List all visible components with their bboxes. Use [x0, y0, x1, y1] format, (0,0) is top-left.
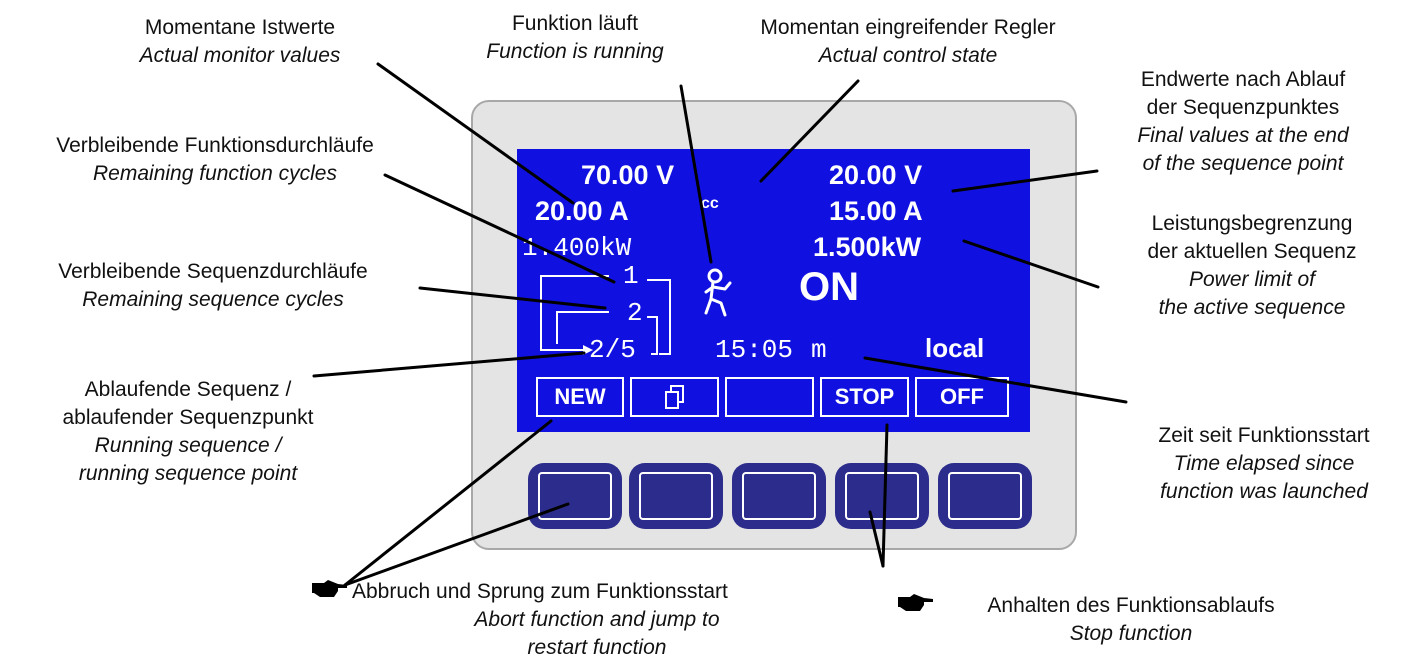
- running-figure-icon: [704, 268, 732, 317]
- hardware-button-stop[interactable]: [835, 463, 929, 529]
- callout-running-sequence-en-1: Running sequence /: [94, 434, 282, 457]
- callout-running-sequence: Ablaufende Sequenz / ablaufender Sequenz…: [48, 376, 328, 488]
- callout-abort-en-1: Abort function and jump to: [474, 608, 720, 631]
- elapsed-time: 15:05: [715, 335, 794, 365]
- callout-control-state-en: Actual control state: [818, 44, 998, 67]
- softkey-off: OFF: [915, 377, 1009, 417]
- callout-abort-de: Abbruch und Sprung zum Funktionsstart: [352, 580, 728, 603]
- softkey-new-label: NEW: [554, 384, 606, 409]
- hardware-button-off[interactable]: [938, 463, 1032, 529]
- callout-stop: Anhalten des Funktionsablaufs Stop funct…: [936, 592, 1326, 648]
- softkey-blank: [725, 377, 814, 417]
- pointing-hand-icon: [898, 594, 933, 611]
- callout-final-values-en-1: Final values at the end: [1137, 124, 1349, 147]
- function-cycles-counter: 1: [623, 261, 639, 291]
- callout-abort: Abbruch und Sprung zum Funktionsstart Ab…: [352, 578, 842, 662]
- callout-final-values: Endwerte nach Ablauf der Sequenzpunktes …: [1088, 66, 1398, 178]
- callout-sequence-cycles: Verbleibende Sequenzdurchläufe Remaining…: [8, 258, 418, 314]
- callout-power-limit: Leistungsbegrenzung der aktuellen Sequen…: [1102, 210, 1402, 322]
- final-current: 15.00 A: [829, 196, 923, 226]
- callout-time-elapsed: Zeit seit Funktionsstart Time elapsed si…: [1118, 422, 1410, 506]
- callout-running-sequence-en-2: running sequence point: [78, 462, 298, 485]
- lcd-display: 70.00 V 20.00 A 1.400kW CC 20.00 V 15.00…: [517, 149, 1030, 432]
- callout-monitor-values-de: Momentane Istwerte: [144, 16, 336, 39]
- callout-stop-de: Anhalten des Funktionsablaufs: [987, 594, 1275, 617]
- callout-power-limit-de-1: Leistungsbegrenzung: [1151, 212, 1353, 235]
- softkey-stop: STOP: [820, 377, 909, 417]
- callout-sequence-cycles-de: Verbleibende Sequenzdurchläufe: [58, 260, 368, 283]
- power-limit: 1.500kW: [813, 232, 922, 262]
- callout-final-values-de-1: Endwerte nach Ablauf: [1140, 68, 1346, 91]
- callout-control-state-de: Momentan eingreifender Regler: [760, 16, 1056, 39]
- callout-power-limit-de-2: der aktuellen Sequenz: [1147, 240, 1357, 263]
- callout-function-cycles: Verbleibende Funktionsdurchläufe Remaini…: [0, 132, 430, 188]
- callout-time-elapsed-en-2: function was launched: [1160, 480, 1368, 503]
- hardware-button-new[interactable]: [528, 463, 622, 529]
- callout-time-elapsed-en-1: Time elapsed since: [1173, 452, 1355, 475]
- callout-time-elapsed-de: Zeit seit Funktionsstart: [1158, 424, 1370, 447]
- callout-stop-en: Stop function: [1069, 622, 1193, 645]
- callout-function-running-en: Function is running: [486, 40, 664, 63]
- softkey-stop-label: STOP: [834, 384, 895, 409]
- sequence-cycles-counter: 2: [627, 298, 643, 328]
- callout-running-sequence-de-1: Ablaufende Sequenz /: [84, 378, 292, 401]
- callout-power-limit-en-1: Power limit of: [1188, 268, 1316, 291]
- softkey-new: NEW: [536, 377, 624, 417]
- copy-icon: [664, 385, 684, 409]
- callout-final-values-en-2: of the sequence point: [1142, 152, 1344, 175]
- callout-abort-en-2: restart function: [527, 636, 667, 659]
- pointing-hand-icon: [312, 580, 347, 597]
- callout-final-values-de-2: der Sequenzpunktes: [1146, 96, 1340, 119]
- callout-running-sequence-de-2: ablaufender Sequenzpunkt: [62, 406, 314, 429]
- softkey-copy: [630, 377, 719, 417]
- callout-monitor-values-en: Actual monitor values: [139, 44, 341, 67]
- callout-control-state: Momentan eingreifender Regler Actual con…: [726, 14, 1090, 70]
- hardware-button-blank[interactable]: [732, 463, 826, 529]
- hardware-button-copy[interactable]: [629, 463, 723, 529]
- callout-function-running-de: Funktion läuft: [511, 12, 639, 35]
- callout-sequence-cycles-en: Remaining sequence cycles: [82, 288, 344, 311]
- callout-power-limit-en-2: the active sequence: [1158, 296, 1346, 319]
- softkey-off-label: OFF: [940, 384, 984, 409]
- callout-function-running: Funktion läuft Function is running: [446, 10, 704, 66]
- sequence-point: 2/5: [589, 335, 636, 365]
- callout-monitor-values: Momentane Istwerte Actual monitor values: [110, 14, 370, 70]
- output-state: ON: [799, 265, 859, 309]
- callout-function-cycles-de: Verbleibende Funktionsdurchläufe: [56, 134, 374, 157]
- mode-indicator: local: [925, 333, 985, 363]
- callout-function-cycles-en: Remaining function cycles: [93, 162, 337, 185]
- elapsed-time-unit: m: [811, 335, 827, 365]
